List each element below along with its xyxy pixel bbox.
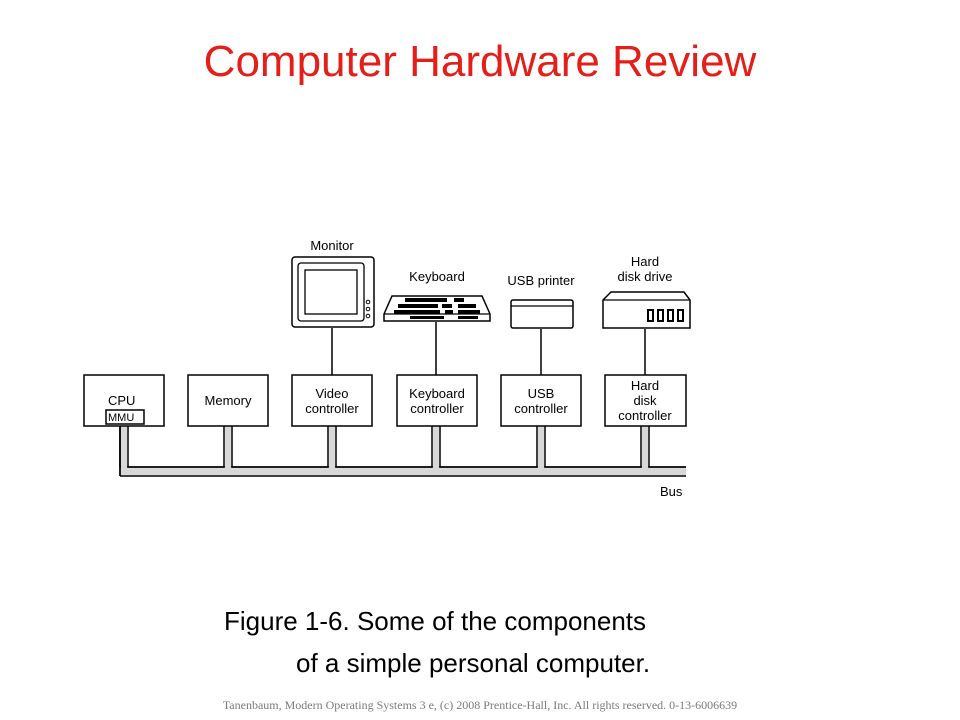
disk-drive-label-2: disk drive: [618, 269, 673, 284]
bus-drop-keyboard: [431, 426, 441, 468]
disk-controller-label-3: controller: [618, 408, 672, 423]
bus-label: Bus: [660, 484, 683, 499]
keyboard-controller-label-2: controller: [410, 401, 464, 416]
bus-drop-usb: [536, 426, 546, 468]
memory-label: Memory: [205, 393, 252, 408]
usb-controller-label-1: USB: [528, 386, 555, 401]
monitor-label: Monitor: [310, 238, 354, 253]
keyboard-label: Keyboard: [409, 269, 465, 284]
copyright-footer: Tanenbaum, Modern Operating Systems 3 e,…: [222, 698, 738, 712]
monitor-icon: [291, 256, 375, 328]
cpu-label: CPU: [108, 393, 135, 408]
cpu-box: CPU MMU: [83, 374, 165, 427]
disk-controller-label-2: disk: [633, 393, 657, 408]
keyboard-controller-box: Keyboard controller: [396, 374, 478, 427]
video-controller-label-1: Video: [315, 386, 348, 401]
bus-drop-memory: [223, 426, 233, 468]
usb-controller-box: USB controller: [500, 374, 582, 427]
figure-caption-line-2: of a simple personal computer.: [296, 648, 651, 678]
disk-controller-label-1: Hard: [631, 378, 659, 393]
memory-box: Memory: [187, 374, 269, 427]
keyboard-controller-label-1: Keyboard: [409, 386, 465, 401]
printer-icon: [510, 299, 574, 329]
printer-label: USB printer: [507, 273, 575, 288]
bus-drop-disk: [640, 426, 650, 468]
video-controller-box: Video controller: [291, 374, 373, 427]
bus-drop-cpu: [119, 426, 129, 468]
video-controller-label-2: controller: [305, 401, 359, 416]
bus-drop-video: [327, 426, 337, 468]
hard-disk-icon: [602, 291, 691, 329]
keyboard-icon: [383, 295, 491, 322]
usb-controller-label-2: controller: [514, 401, 568, 416]
mmu-label: MMU: [108, 412, 134, 424]
disk-controller-box: Hard disk controller: [604, 374, 687, 427]
figure-caption-line-1: Figure 1-6. Some of the components: [224, 606, 647, 636]
system-bus: [119, 426, 686, 477]
disk-drive-label-1: Hard: [631, 254, 659, 269]
slide-title: Computer Hardware Review: [203, 37, 757, 86]
